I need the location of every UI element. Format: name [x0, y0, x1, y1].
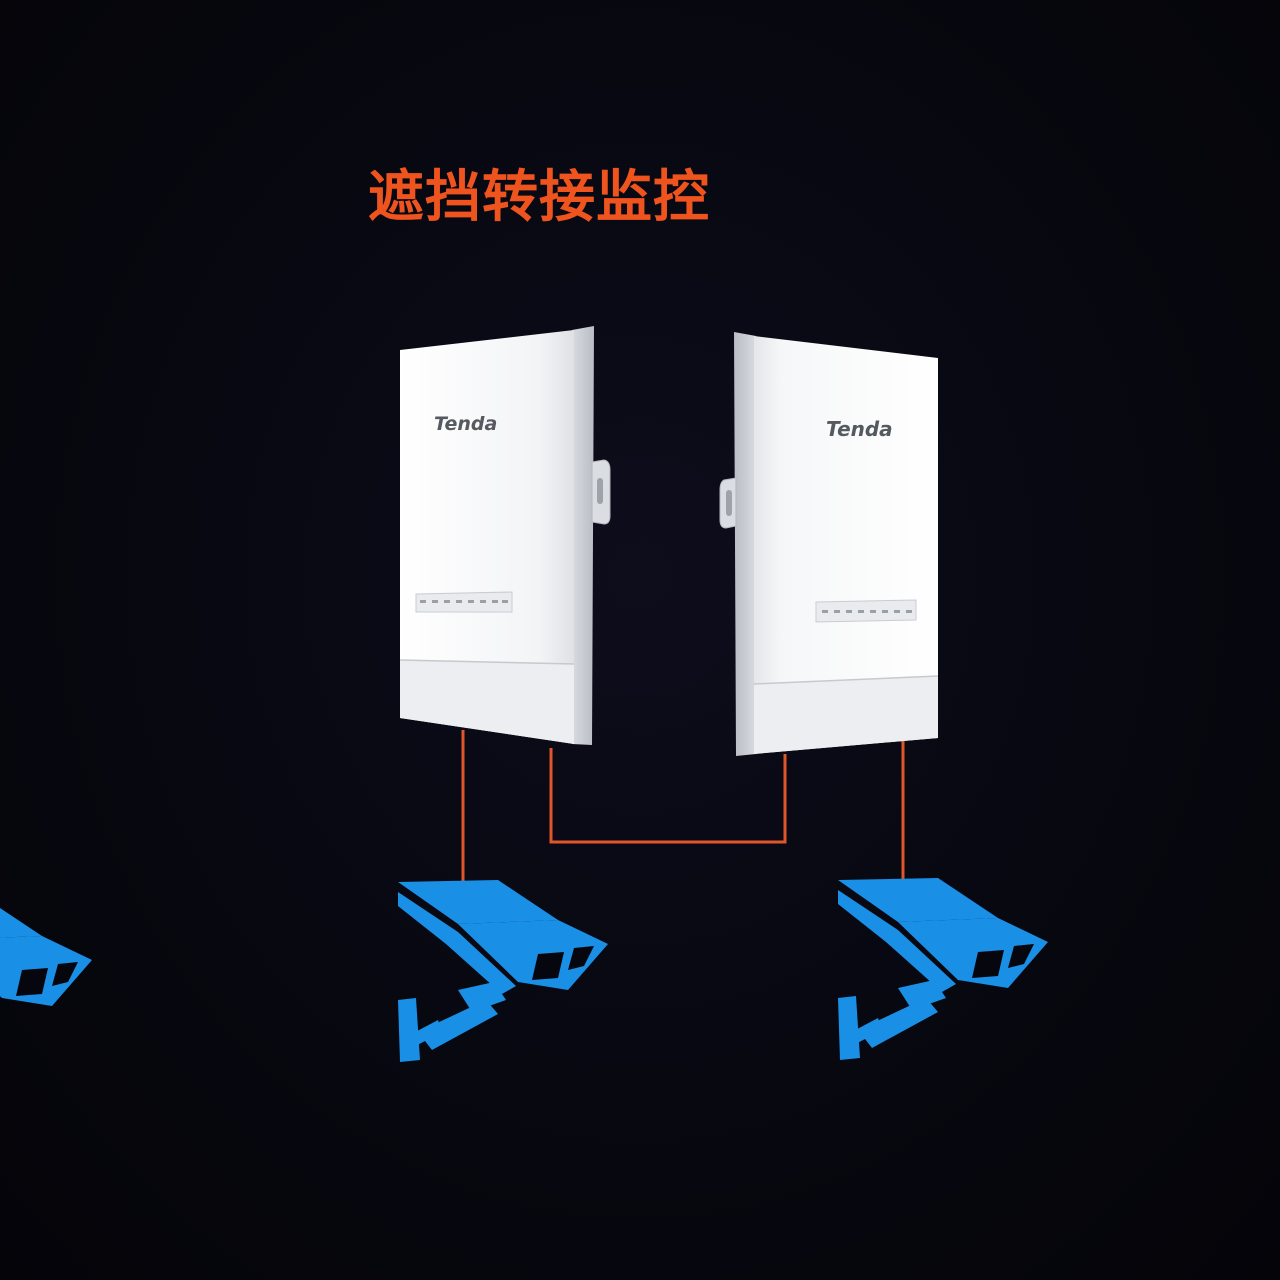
cctv-camera-icon [0, 896, 92, 1078]
ethernet-cable [461, 730, 905, 886]
wireless-bridge-device-left [399, 326, 611, 745]
cctv-camera-icon [838, 878, 1048, 1060]
led-indicator-panel [415, 591, 513, 613]
device-brand-left: Tenda [434, 413, 497, 435]
diagram-title: 遮挡转接监控 [368, 165, 710, 230]
wireless-bridge-device-right [719, 332, 939, 756]
led-indicator-panel [815, 599, 917, 623]
device-brand-right: Tenda [826, 417, 893, 441]
cctv-camera-icon [398, 880, 608, 1062]
